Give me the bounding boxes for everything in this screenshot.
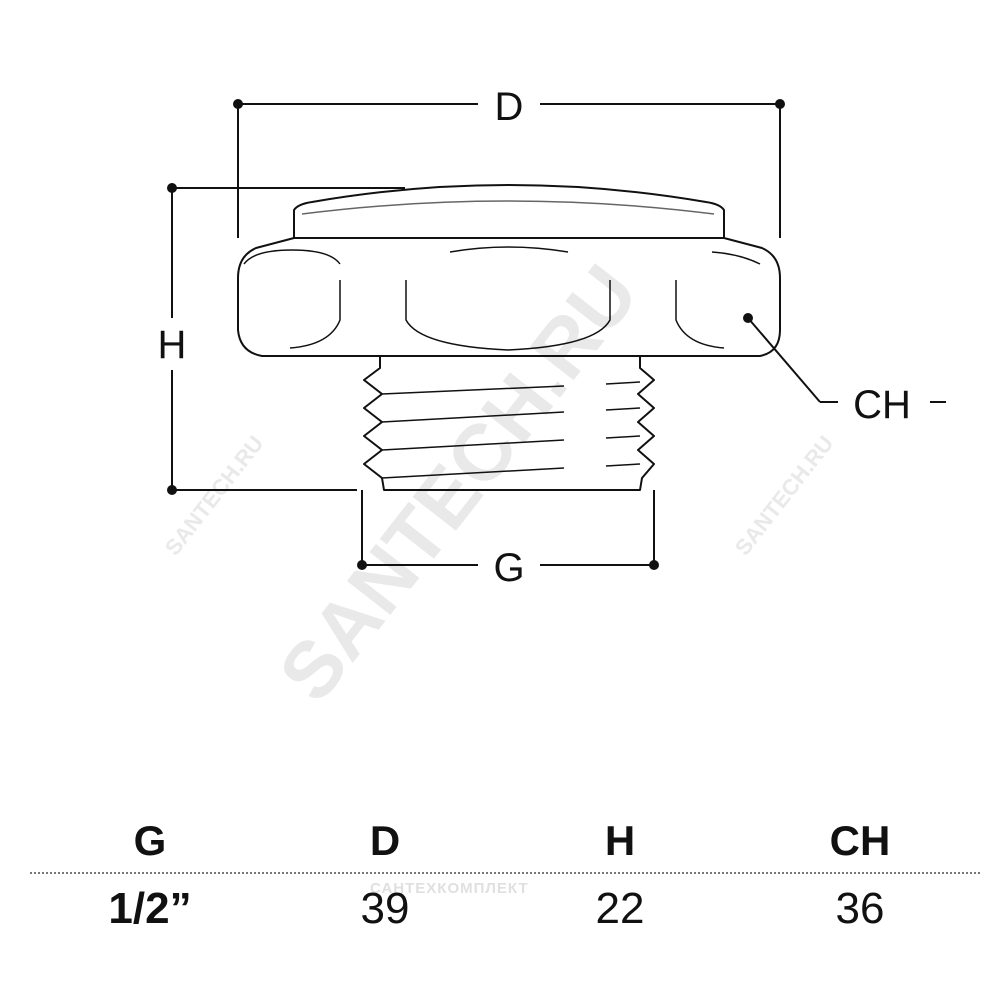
watermark-main: SANTECH.RU	[262, 249, 655, 717]
value-ch: 36	[835, 884, 885, 933]
header-g: G	[133, 817, 167, 864]
spec-table: G D H CH 1/2” 39 22 36	[30, 812, 980, 944]
dimension-d-dot-right	[775, 99, 785, 109]
watermark-left: SANTECH.RU	[160, 431, 268, 560]
dimension-g	[361, 490, 655, 566]
dimension-h-dot-bottom	[167, 485, 177, 495]
dimension-g-label: G	[493, 546, 524, 590]
dimension-h-dot-top	[167, 183, 177, 193]
dimension-h	[171, 187, 405, 491]
header-h: H	[604, 817, 636, 864]
watermark-small: САНТЕХКОМПЛЕКТ	[370, 880, 529, 897]
watermark-right: SANTECH.RU	[730, 431, 838, 560]
dimension-ch-label: CH	[853, 383, 911, 427]
dimension-ch-dot	[743, 313, 753, 323]
spec-table-values: 1/2” 39 22 36	[30, 874, 980, 944]
dimension-d-label: D	[495, 85, 524, 129]
table-divider	[30, 872, 980, 874]
dimension-ch-leader	[747, 317, 946, 403]
value-d: 39	[360, 884, 410, 933]
dimension-d	[237, 103, 781, 238]
header-d: D	[369, 817, 401, 864]
dimension-d-dot-left	[233, 99, 243, 109]
spec-table-header: G D H CH	[30, 812, 980, 870]
dimension-g-dot-right	[649, 560, 659, 570]
value-h: 22	[595, 884, 645, 933]
plug-technical-drawing: SANTECH.RU SANTECH.RU SANTECH.RU D H G C…	[158, 85, 946, 717]
value-g: 1/2”	[108, 884, 192, 933]
plug-outline	[237, 184, 781, 491]
dimension-h-label: H	[158, 323, 187, 367]
header-ch: CH	[829, 817, 891, 864]
dimension-g-dot-left	[357, 560, 367, 570]
